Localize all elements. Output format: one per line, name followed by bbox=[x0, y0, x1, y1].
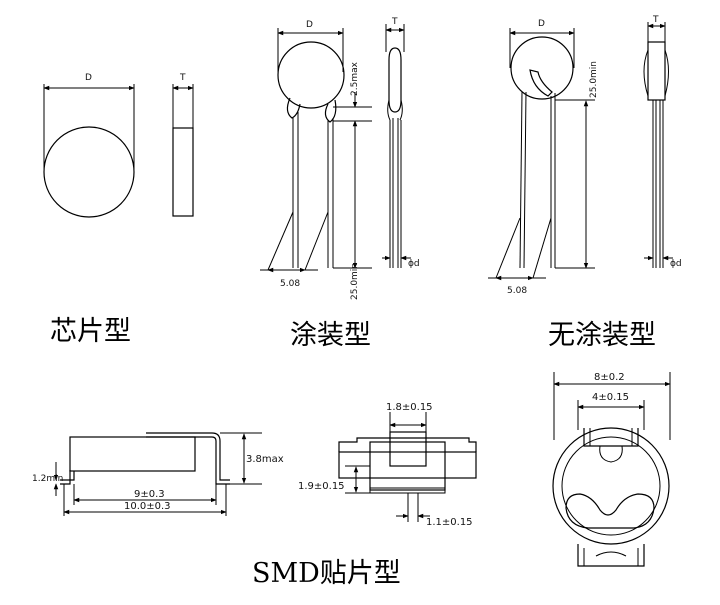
chip-d-label: D bbox=[85, 73, 92, 83]
smd-lead-label: 1.2min bbox=[32, 474, 63, 484]
smd-top-outer bbox=[552, 427, 670, 545]
smd-side-drawing: 3.8max 1.2min 9±0.3 10.0±0.3 bbox=[32, 432, 284, 516]
chip-disc bbox=[43, 126, 135, 218]
coated-min-label: 25.0min bbox=[350, 263, 360, 300]
coated-side bbox=[388, 47, 402, 113]
uncoated-min-label: 25.0min bbox=[589, 61, 599, 98]
smd-19-label: 1.9±0.15 bbox=[298, 481, 345, 492]
chip-t-label: T bbox=[179, 73, 186, 83]
smd-end-drawing: 1.8±0.15 1.9±0.15 1.1±0.15 bbox=[298, 402, 477, 528]
coated-d-label: D bbox=[306, 20, 313, 30]
smd-4-label: 4±0.15 bbox=[592, 392, 629, 403]
smd-caption: SMD贴片型 bbox=[252, 558, 401, 589]
smd-height-label: 3.8max bbox=[246, 454, 284, 465]
chip-side bbox=[172, 127, 194, 217]
smd-10-label: 10.0±0.3 bbox=[124, 501, 171, 512]
coated-caption: 涂装型 bbox=[290, 320, 371, 351]
smd-body bbox=[69, 436, 196, 472]
coated-t-label: T bbox=[391, 17, 398, 27]
smd-9-label: 9±0.3 bbox=[134, 489, 165, 500]
smd-top-inner bbox=[561, 436, 661, 536]
uncoated-d-label: D bbox=[538, 19, 545, 29]
uncoated-side bbox=[647, 41, 666, 101]
uncoated-phid-label: ϕd bbox=[670, 259, 682, 269]
uncoated-t-label: T bbox=[652, 15, 659, 25]
coated-body bbox=[277, 41, 345, 109]
chip-drawing: D T bbox=[43, 73, 194, 218]
uncoated-pitch-label: 5.08 bbox=[507, 286, 527, 296]
coated-drawing: D 2.5max 25.0min 5.08 T bbox=[260, 17, 420, 300]
coated-max-label: 2.5max bbox=[350, 61, 360, 96]
smd-18-label: 1.8±0.15 bbox=[386, 402, 433, 413]
smd-8-label: 8±0.2 bbox=[594, 372, 625, 383]
coated-phid-label: ϕd bbox=[408, 259, 420, 269]
smd-top-drawing: 8±0.2 4±0.15 bbox=[552, 372, 671, 567]
uncoated-body bbox=[510, 36, 574, 100]
uncoated-drawing: D 25.0min 5.08 T ϕd bbox=[488, 15, 682, 296]
coated-pitch-label: 5.08 bbox=[280, 279, 300, 289]
chip-caption: 芯片型 bbox=[50, 316, 131, 347]
uncoated-caption: 无涂装型 bbox=[548, 320, 656, 351]
smd-11-label: 1.1±0.15 bbox=[426, 517, 473, 528]
